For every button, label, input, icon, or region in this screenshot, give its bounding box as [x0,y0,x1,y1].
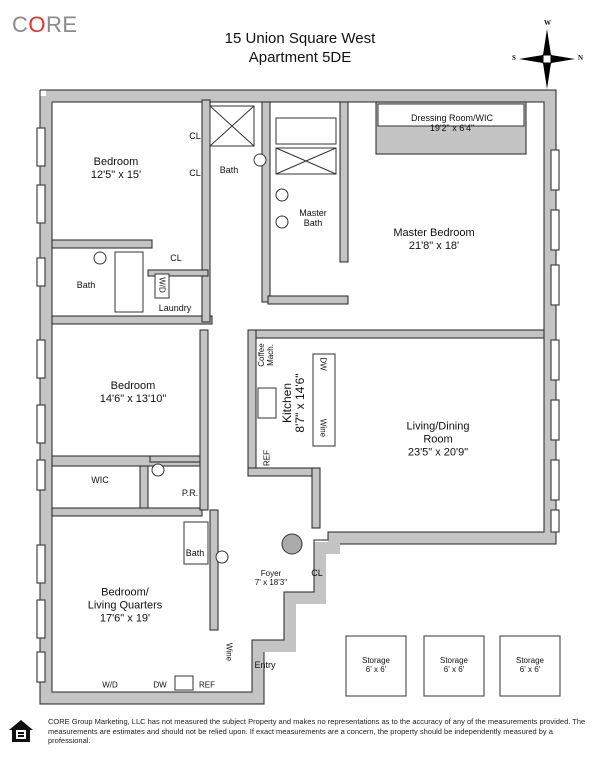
room-bath-2: Bath [76,280,96,290]
apartment-title: Apartment 5DE [248,49,352,66]
wine-fridge-label: Wine [318,418,328,438]
dishwasher-label: DW [153,680,167,690]
closet-label: CL [189,131,201,141]
closet-label: CL [311,568,323,578]
equal-housing-icon [8,719,34,748]
fixtures-drawing [93,103,561,697]
washer-dryer-label: W/D [102,680,118,690]
room-entry: Entry [254,660,276,670]
windows [36,127,560,683]
room-bath-1: Bath [219,165,239,175]
compass-rose-icon: W E S N [512,19,584,98]
dishwasher-label: DW [318,357,328,371]
wine-fridge-label: Wine [224,642,234,662]
room-wic: WIC [91,475,109,485]
building-title: 15 Union Square West [224,30,376,47]
closet-label: CL [170,253,182,263]
exterior-walls [40,90,556,704]
room-bath-3: Bath [185,548,205,558]
refrigerator-label: REF [262,450,272,466]
disclaimer-text: CORE Group Marketing, LLC has not measur… [48,717,586,745]
core-logo: CORE [12,12,78,37]
room-powder-room: P.R. [181,488,199,498]
interior-walls [51,99,545,631]
laundry-washer-dryer: W/D [157,277,167,293]
closet-label: CL [189,168,201,178]
refrigerator-label: REF [199,680,215,690]
room-laundry: Laundry [158,303,192,313]
